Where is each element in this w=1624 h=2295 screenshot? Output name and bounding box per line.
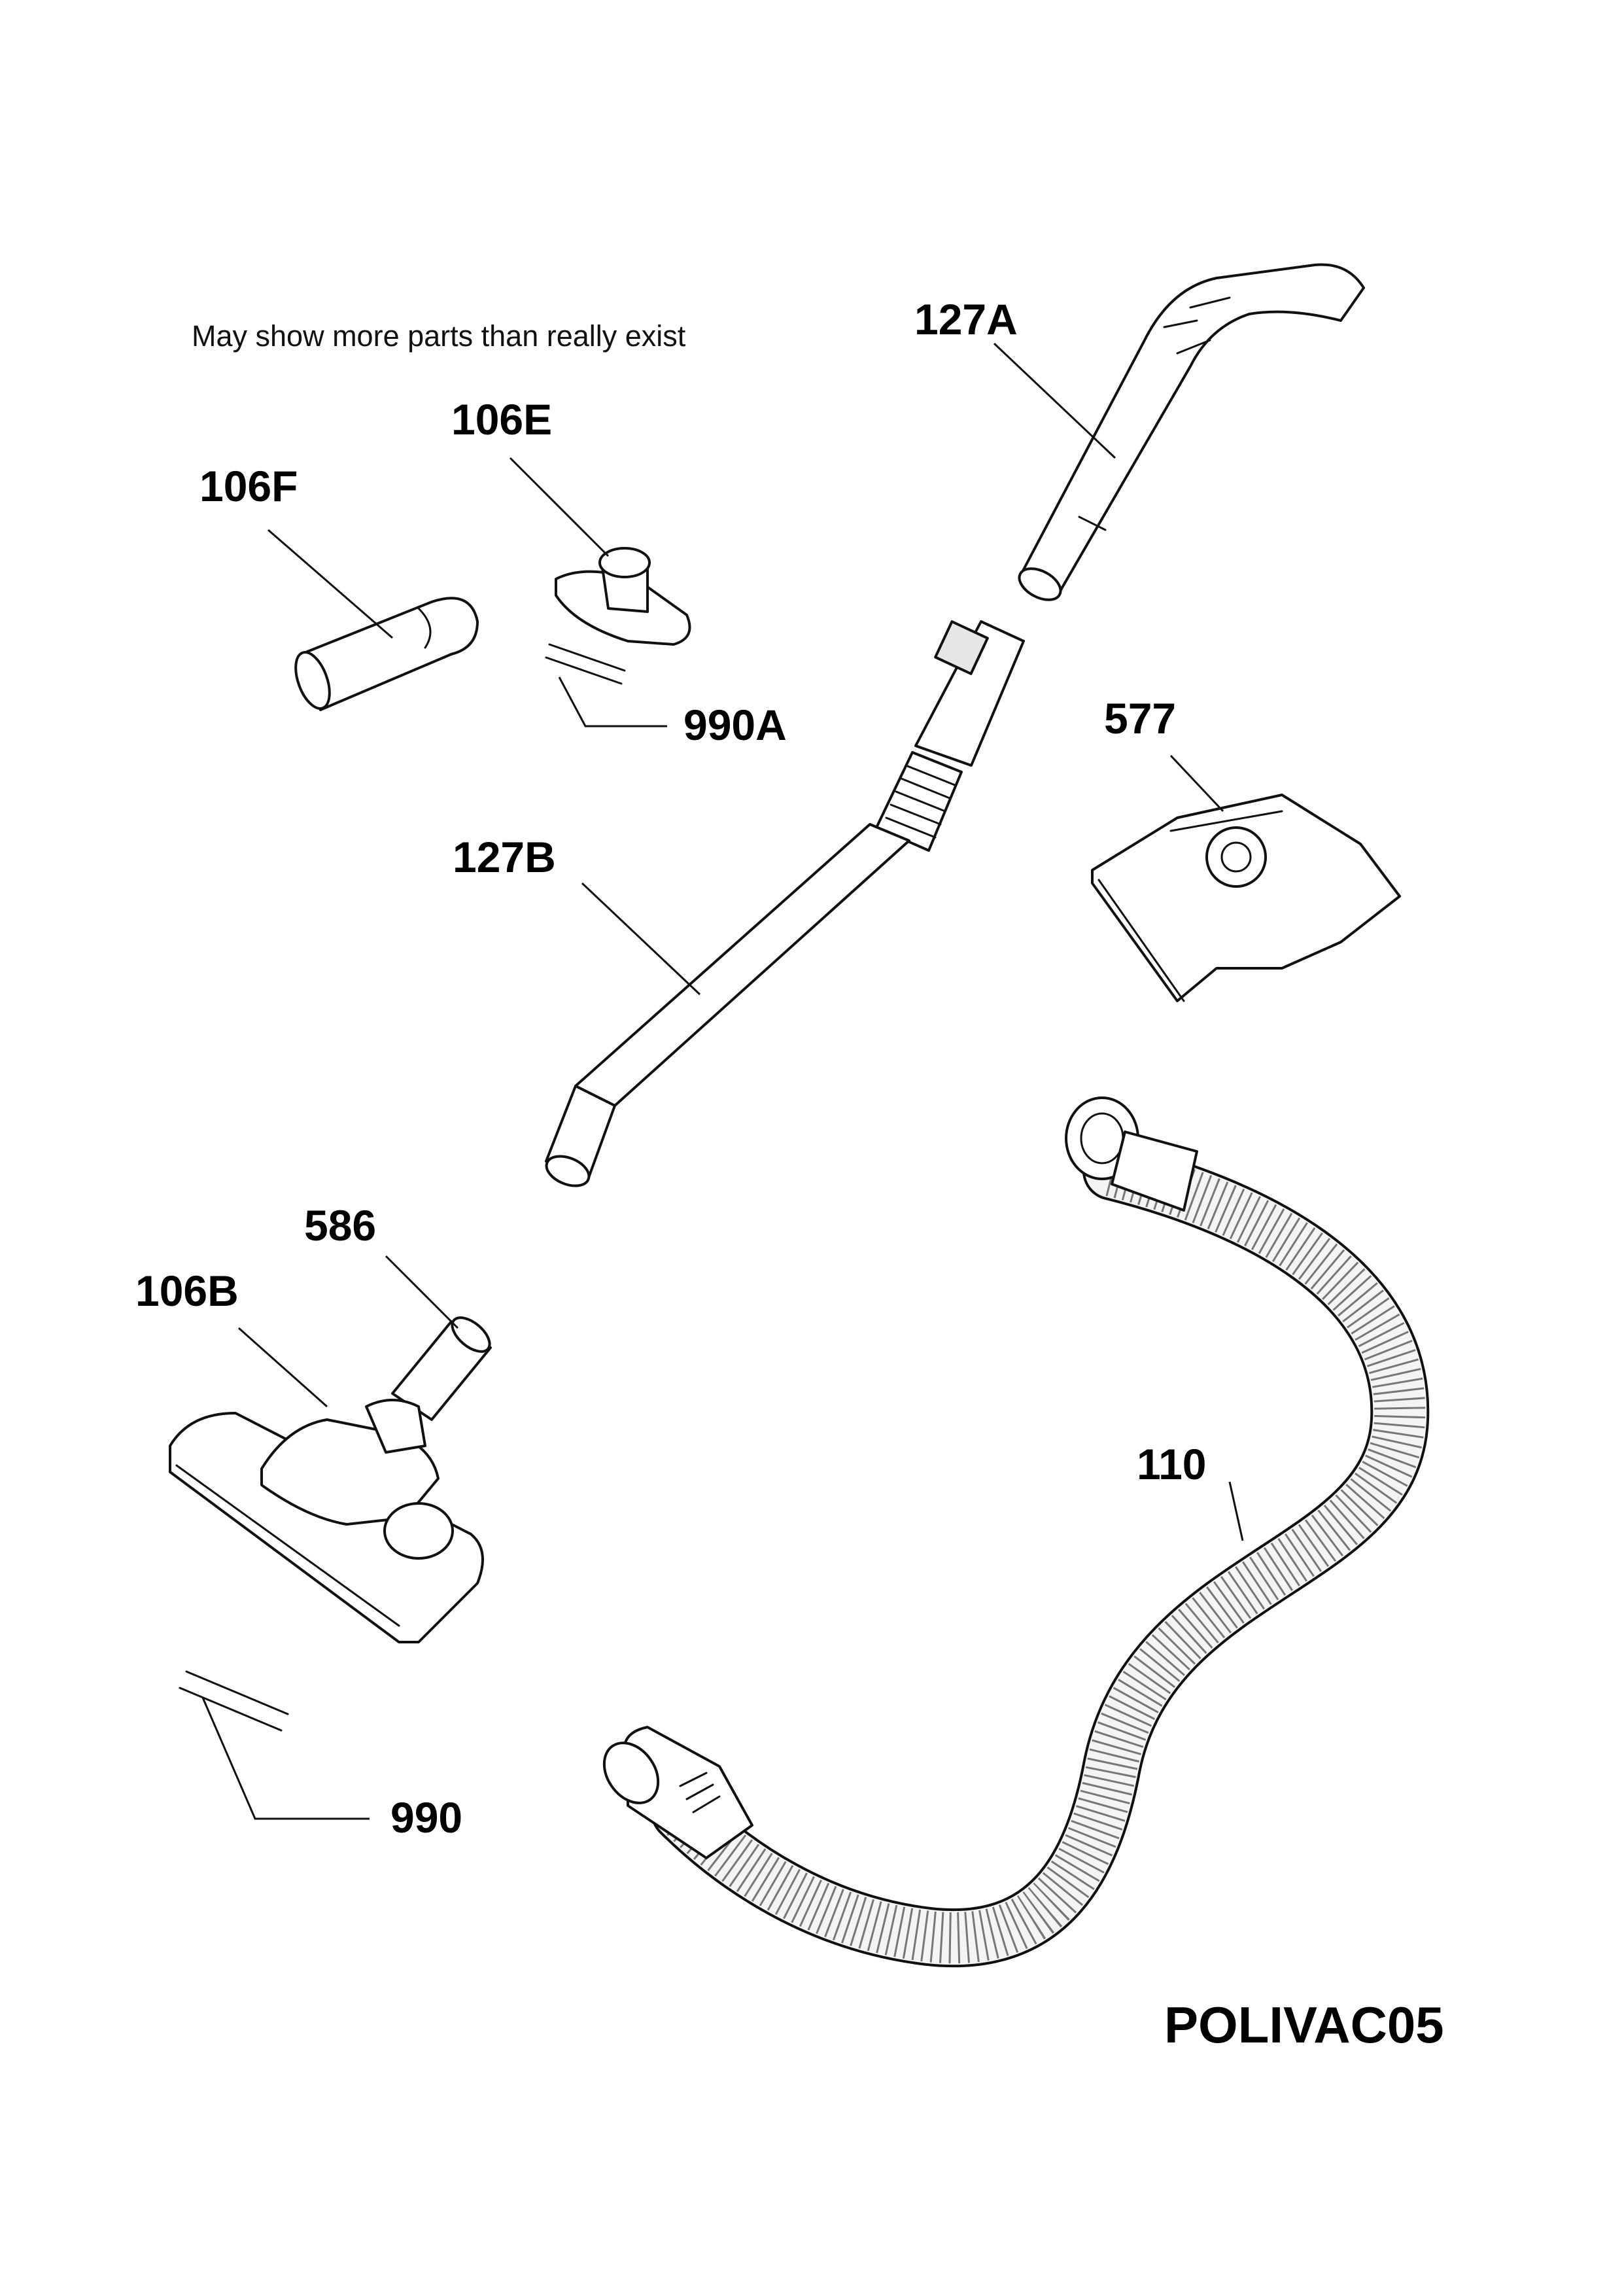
part-label-110: 110 [1137,1440,1207,1488]
extension-tube-drawing [545,620,1025,1187]
crevice-nozzle-drawing [294,597,479,711]
diagram-code: POLIVAC05 [1164,1996,1444,2054]
part-label-106b: 106B [135,1267,239,1315]
part-label-106f: 106F [199,462,298,510]
part-label-577: 577 [1104,694,1177,743]
leader-990 [201,1697,370,1820]
leader-127a [993,342,1116,459]
floor-nozzle-strips-drawing [179,1670,289,1732]
nozzle-strips-drawing [545,643,626,685]
leader-990a [558,676,667,727]
part-label-586: 586 [304,1201,377,1250]
leader-586 [385,1255,459,1329]
leader-127b [581,882,701,996]
part-label-106e: 106E [451,395,553,444]
suction-hose-drawing [602,1096,1430,1968]
part-label-127a: 127A [914,295,1018,343]
leader-106f [268,529,393,639]
part-label-127b: 127B [453,833,556,881]
dust-bag-drawing [1091,794,1401,1002]
leader-106b [238,1327,328,1408]
leader-577 [1169,754,1224,813]
disclaimer-note: May show more parts than really exist [192,319,686,353]
leader-lines [201,342,1244,1820]
floor-nozzle-drawing [169,1316,492,1643]
leader-110 [1228,1481,1244,1541]
part-label-990a: 990A [683,701,787,749]
leader-106e [509,457,610,557]
part-label-990: 990 [390,1793,463,1842]
handle-tube-drawing [1018,263,1365,601]
upholstery-nozzle-drawing [555,547,691,646]
